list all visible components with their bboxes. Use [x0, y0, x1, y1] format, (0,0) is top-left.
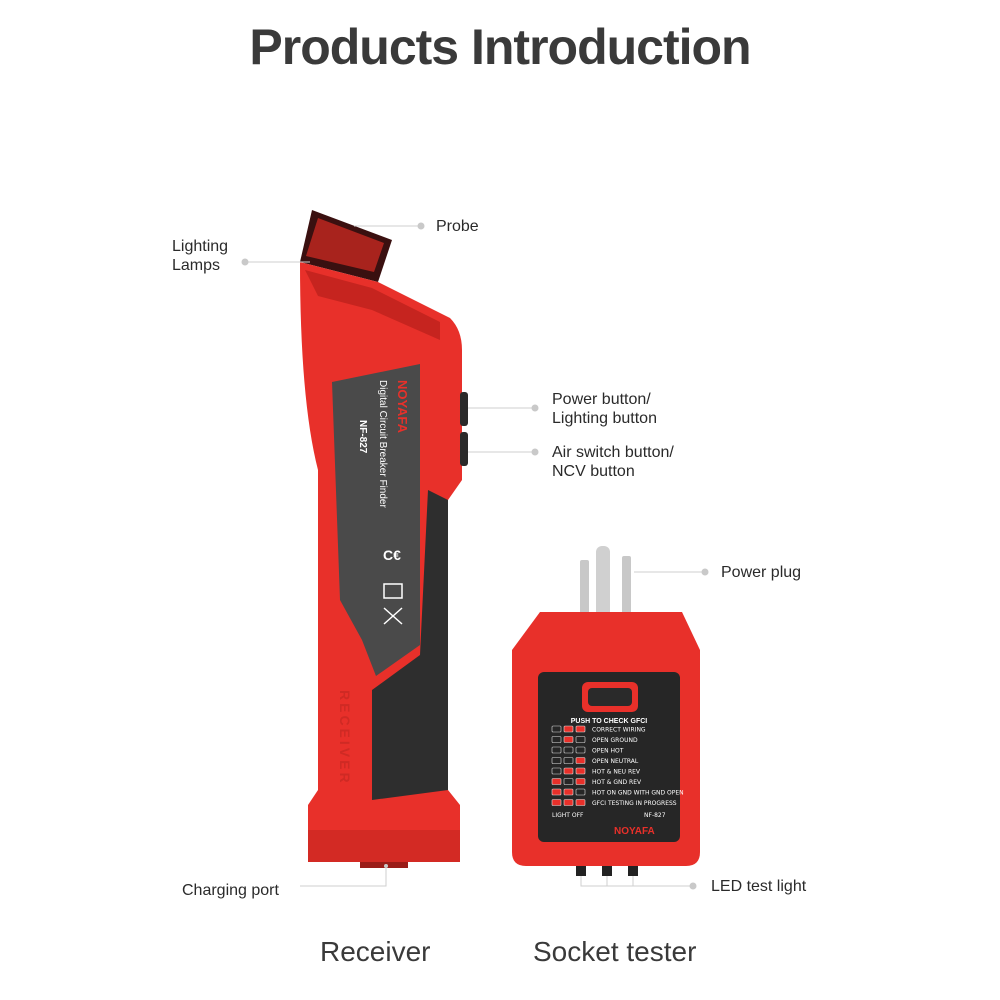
- svg-text:C€: C€: [383, 547, 401, 563]
- indicator-lamp: [551, 725, 562, 733]
- indicator-row-label: OPEN GROUND: [592, 737, 638, 744]
- power-button-label: Power button/ Lighting button: [552, 390, 657, 428]
- page-title: Products Introduction: [249, 19, 751, 75]
- indicator-lamp: [575, 799, 586, 806]
- air-switch-label: Air switch button/ NCV button: [552, 443, 674, 481]
- lighting-lamps-line2: Lamps: [172, 257, 221, 274]
- indicator-lamp: [575, 736, 586, 743]
- indicator-lamp: [563, 736, 574, 743]
- lighting-lamps-label: Lighting Lamps: [172, 237, 228, 275]
- indicator-lamp: [551, 778, 562, 785]
- indicator-row-label: OPEN HOT: [592, 748, 624, 755]
- receiver-side-text: RECEIVER: [337, 690, 353, 786]
- socket-tester-device: PUSH TO CHECK GFCI CORRECT WIRING OPEN GR…: [512, 546, 700, 876]
- power-plug: [580, 560, 589, 618]
- indicator-row-label: HOT ON GND WITH GND OPEN: [592, 790, 684, 797]
- certification-marks: C€: [383, 547, 403, 625]
- indicator-lamp: [551, 799, 562, 806]
- power-button[interactable]: [460, 392, 468, 426]
- power-button-line2: Lighting button: [552, 410, 657, 427]
- indicator-row-label: HOT & NEU REV: [592, 769, 641, 776]
- indicator-lamp: [551, 736, 562, 743]
- callout-leaders: [241, 222, 709, 890]
- indicator-legend: CORRECT WIRING OPEN GROUND OPEN HOT OPEN NE…: [551, 725, 684, 807]
- indicator-row-label: OPEN NEUTRAL: [592, 758, 639, 765]
- socket-tester-caption: Socket tester: [533, 936, 697, 967]
- receiver-brand: NOYAFA: [395, 380, 410, 434]
- indicator-lamp: [563, 767, 574, 775]
- receiver-product-name: Digital Circuit Breaker Finder: [377, 380, 388, 508]
- receiver-device: NOYAFA Digital Circuit Breaker Finder NF…: [300, 210, 468, 868]
- indicator-lamp: [575, 767, 586, 775]
- receiver-model: NF-827: [357, 420, 368, 454]
- indicator-lamp: [563, 778, 574, 785]
- receiver-caption: Receiver: [320, 936, 431, 967]
- power-button-line1: Power button/: [552, 391, 651, 408]
- charging-port-label: Charging port: [182, 882, 279, 899]
- light-off-label: LIGHT OFF: [552, 812, 584, 819]
- indicator-lamp: [563, 788, 574, 796]
- socket-tester-panel: [538, 672, 680, 842]
- indicator-lamp: [575, 788, 586, 796]
- indicator-row-label: CORRECT WIRING: [592, 727, 646, 734]
- tester-model: NF-827: [644, 812, 666, 819]
- indicator-lamp: [575, 746, 586, 754]
- indicator-row-label: HOT & GND REV: [592, 779, 642, 786]
- indicator-lamp: [563, 746, 574, 754]
- indicator-lamp: [551, 767, 562, 775]
- air-switch-line2: NCV button: [552, 463, 635, 480]
- receiver-grip: [372, 490, 448, 800]
- indicator-lamp: [575, 757, 586, 764]
- indicator-lamp: [563, 757, 574, 764]
- indicator-lamp: [551, 746, 562, 754]
- indicator-lamp: [563, 725, 574, 733]
- lighting-lamps-line1: Lighting: [172, 238, 229, 255]
- indicator-lamp: [575, 778, 586, 785]
- gfci-button-label: PUSH TO CHECK GFCI: [571, 718, 648, 725]
- indicator-lamp: [575, 725, 586, 733]
- led-test-lights: [576, 866, 638, 876]
- indicator-lamp: [551, 788, 562, 796]
- air-switch-line1: Air switch button/: [552, 444, 674, 461]
- power-plug-label: Power plug: [721, 564, 802, 581]
- indicator-row-label: GFCI TESTING IN PROGRESS: [592, 800, 677, 807]
- charging-port: [308, 830, 460, 862]
- air-switch-button[interactable]: [460, 432, 468, 466]
- tester-brand: NOYAFA: [614, 826, 655, 837]
- probe-label: Probe: [436, 218, 479, 235]
- indicator-lamp: [551, 757, 562, 764]
- led-test-light-label: LED test light: [711, 878, 807, 895]
- indicator-lamp: [563, 799, 574, 806]
